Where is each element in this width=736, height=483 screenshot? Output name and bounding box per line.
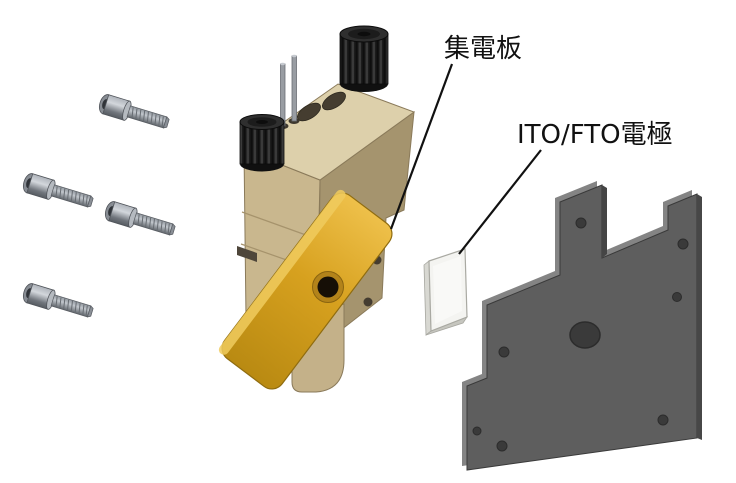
label-ito-fto-electrode: ITO/FTO電極	[517, 120, 673, 150]
plate-hole-foot	[472, 426, 482, 436]
plate-hole-tab	[575, 217, 587, 229]
plate-hole-bottom-right	[657, 414, 669, 426]
tab-side	[602, 185, 607, 258]
leader-line-ito-fto	[458, 149, 542, 255]
collector-face	[221, 192, 393, 390]
current-collector-plate	[218, 189, 393, 390]
electrode-pins	[280, 54, 297, 127]
plate-right-side	[697, 194, 702, 440]
socket-head-screw-3	[102, 199, 178, 241]
plate-center-hole	[569, 321, 601, 349]
ito-fto-electrode-plate	[423, 248, 469, 336]
knob2-top-center	[256, 120, 268, 124]
pin-top-2	[291, 54, 297, 58]
socket-head-screw-4	[20, 281, 96, 323]
cell-body-block	[218, 25, 416, 393]
knob1-top-center	[357, 31, 371, 37]
collector-hole	[317, 276, 339, 298]
electrode-pin-2	[291, 55, 297, 122]
leader-line-current-collector	[389, 63, 454, 230]
plate-hole-left	[498, 346, 510, 358]
socket-head-screw-1	[96, 92, 172, 134]
front-slot	[237, 246, 257, 262]
side-hole-2	[363, 297, 373, 307]
end-clamp-plate	[462, 181, 702, 471]
socket-head-screw-2	[20, 171, 96, 213]
label-current-collector: 集電板	[444, 34, 522, 64]
plate-hole-bottom-left	[496, 440, 508, 452]
screw-set	[20, 92, 178, 323]
electrode-pin-1	[280, 63, 286, 127]
pin-top-1	[280, 62, 286, 66]
electrode-sheen	[433, 256, 462, 324]
knurled-knob-1	[339, 25, 389, 92]
plate-hole-right	[672, 292, 682, 302]
knurled-knob-2	[239, 114, 285, 172]
top-hole-1	[297, 102, 321, 122]
plate-hole-top-right	[677, 238, 689, 250]
collector-edge-highlight	[218, 189, 346, 355]
top-hole-2	[322, 91, 346, 111]
